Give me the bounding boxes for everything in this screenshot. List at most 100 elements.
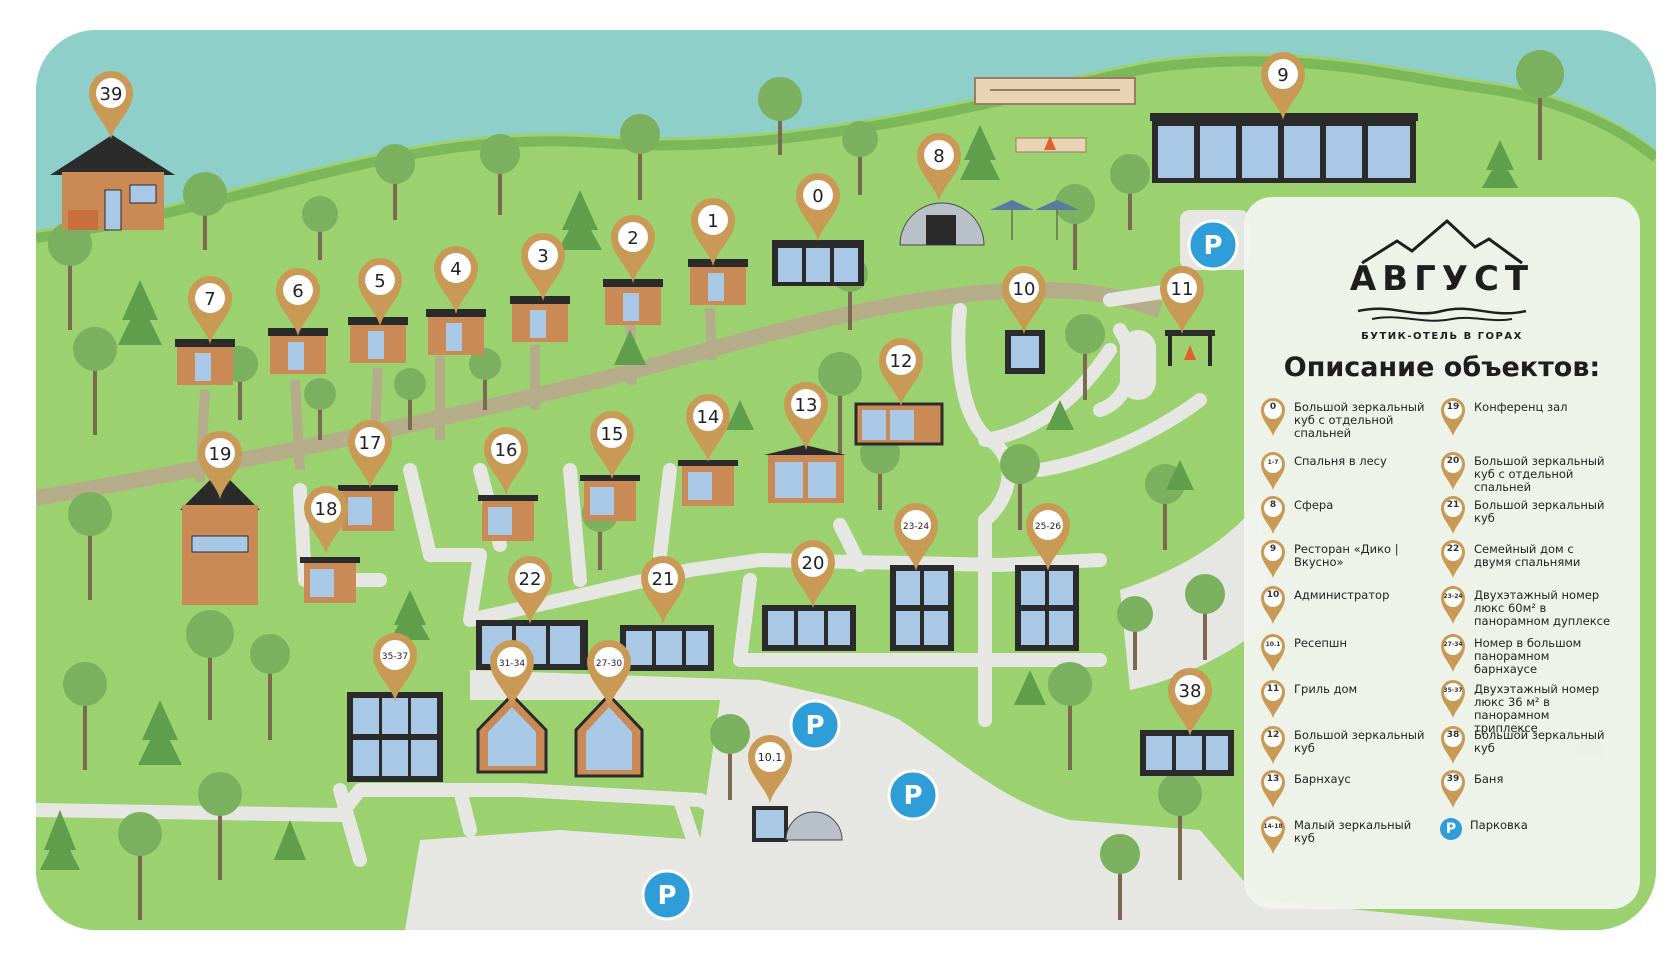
map-pin-15[interactable]: 15 xyxy=(590,411,634,479)
map-pin-19[interactable]: 19 xyxy=(198,431,242,499)
pin-label: 13 xyxy=(795,395,818,416)
map-pin-8[interactable]: 8 xyxy=(917,133,961,201)
legend-code: 8 xyxy=(1269,500,1277,510)
map-pin-20[interactable]: 20 xyxy=(791,540,835,608)
legend-pin-icon: 1-7 xyxy=(1260,451,1286,491)
map-pin-11[interactable]: 11 xyxy=(1160,266,1204,334)
legend-pin-icon: 21 xyxy=(1440,495,1466,535)
map-pin-39[interactable]: 39 xyxy=(89,71,133,139)
legend-code: 35-37 xyxy=(1443,687,1463,694)
pin-label-bg xyxy=(698,205,728,235)
map-pin-10[interactable]: 10 xyxy=(1002,266,1046,334)
map-pin-6[interactable]: 6 xyxy=(276,268,320,336)
pin-label-bg xyxy=(365,265,395,295)
map-pin-16[interactable]: 16 xyxy=(484,427,528,495)
brand-subtitle: БУТИК-ОТЕЛЬ В ГОРАХ xyxy=(1361,331,1523,342)
legend-text: Большой зеркальный куб с отдельной спаль… xyxy=(1474,454,1605,494)
parking-markers: P P P P xyxy=(641,219,1239,921)
legend-code: 38 xyxy=(1446,730,1460,740)
map-pin-3[interactable]: 3 xyxy=(521,233,565,301)
svg-text:P: P xyxy=(903,781,922,811)
pin-label: 14 xyxy=(697,407,720,428)
map-pin-2[interactable]: 2 xyxy=(611,215,655,283)
pin-label: 15 xyxy=(601,424,624,445)
pin-label: 19 xyxy=(209,444,232,465)
legend-text: Большой зеркальный куб xyxy=(1474,498,1605,525)
legend-code: 9 xyxy=(1269,544,1277,554)
pin-label-bg xyxy=(491,434,521,464)
pin-label-bg xyxy=(96,78,126,108)
pin-label-bg xyxy=(441,253,471,283)
pin-label-bg xyxy=(755,742,785,772)
map-pin-18[interactable]: 18 xyxy=(304,486,348,554)
legend-pin-icon: 14-18 xyxy=(1260,815,1286,855)
map-pin-17[interactable]: 17 xyxy=(348,420,392,488)
pin-label-bg xyxy=(355,427,385,457)
pin-label: 7 xyxy=(204,289,215,310)
map-pin-4[interactable]: 4 xyxy=(434,246,478,314)
pin-label: 35-37 xyxy=(382,652,408,662)
legend-pin-icon: 27-34 xyxy=(1440,633,1466,673)
legend-code: 20 xyxy=(1446,456,1460,466)
legend-text: Барнхаус xyxy=(1294,772,1351,786)
map-pin-27-30[interactable]: 27-30 xyxy=(587,640,631,708)
pin-label-bg xyxy=(311,493,341,523)
umbrellas xyxy=(990,200,1079,240)
fire-pit xyxy=(1015,136,1087,153)
building-10-1-reception xyxy=(752,806,843,842)
pin-label-bg xyxy=(205,438,235,468)
map-pin-10-1[interactable]: 10.1 xyxy=(748,735,792,803)
pin-label: 17 xyxy=(359,433,382,454)
pin-label: 38 xyxy=(1179,681,1202,702)
map-pin-23-24[interactable]: 23-24 xyxy=(894,503,938,571)
parking-icon[interactable]: P xyxy=(887,769,939,821)
legend-code: 14-18 xyxy=(1263,823,1283,830)
legend-text: Семейный дом с двумя спальнями xyxy=(1474,542,1581,569)
pin-label-bg xyxy=(597,418,627,448)
map-pin-9[interactable]: 9 xyxy=(1261,52,1305,120)
map-pin-22[interactable]: 22 xyxy=(508,556,552,624)
parking-icon[interactable]: P xyxy=(789,699,841,751)
pin-label-bg xyxy=(380,640,410,670)
legend-code: 13 xyxy=(1266,774,1280,784)
map-pin-13[interactable]: 13 xyxy=(784,382,828,450)
map-pin-25-26[interactable]: 25-26 xyxy=(1026,503,1070,571)
pin-label-bg xyxy=(594,647,624,677)
legend-text: Сфера xyxy=(1294,498,1334,512)
legend-code: 12 xyxy=(1266,730,1280,740)
legend-code: 23-24 xyxy=(1443,593,1463,600)
map-pin-5[interactable]: 5 xyxy=(358,258,402,326)
map-pin-31-34[interactable]: 31-34 xyxy=(490,640,534,708)
legend-pin-icon: 12 xyxy=(1260,725,1286,765)
svg-text:P: P xyxy=(805,711,824,741)
pin-label-bg xyxy=(283,275,313,305)
map-pin-21[interactable]: 21 xyxy=(641,556,685,624)
pin-label: 22 xyxy=(519,569,542,590)
map-pin-0[interactable]: 0 xyxy=(796,173,840,241)
map-pin-7[interactable]: 7 xyxy=(188,276,232,344)
pin-label: 31-34 xyxy=(499,659,525,669)
legend-title: Описание объектов: xyxy=(1283,352,1601,383)
parking-icon[interactable]: P xyxy=(1187,219,1239,271)
map-pin-35-37[interactable]: 35-37 xyxy=(373,633,417,701)
legend-code: 11 xyxy=(1266,684,1280,694)
pin-label: 27-30 xyxy=(596,659,622,669)
parking-icon[interactable]: P xyxy=(641,869,693,921)
legend-pin-icon: 13 xyxy=(1260,769,1286,809)
legend-pin-icon: 8 xyxy=(1260,495,1286,535)
pin-label-bg xyxy=(648,563,678,593)
legend-pin-icon: 35-37 xyxy=(1440,679,1466,719)
legend-code: 22 xyxy=(1446,544,1460,554)
map-pin-38[interactable]: 38 xyxy=(1168,668,1212,736)
map-pin-12[interactable]: 12 xyxy=(879,338,923,406)
map-pin-1[interactable]: 1 xyxy=(691,198,735,266)
legend-code: 19 xyxy=(1446,402,1460,412)
pin-label-bg xyxy=(618,222,648,252)
map-pin-14[interactable]: 14 xyxy=(686,394,730,462)
legend-pin-icon: 20 xyxy=(1440,451,1466,491)
